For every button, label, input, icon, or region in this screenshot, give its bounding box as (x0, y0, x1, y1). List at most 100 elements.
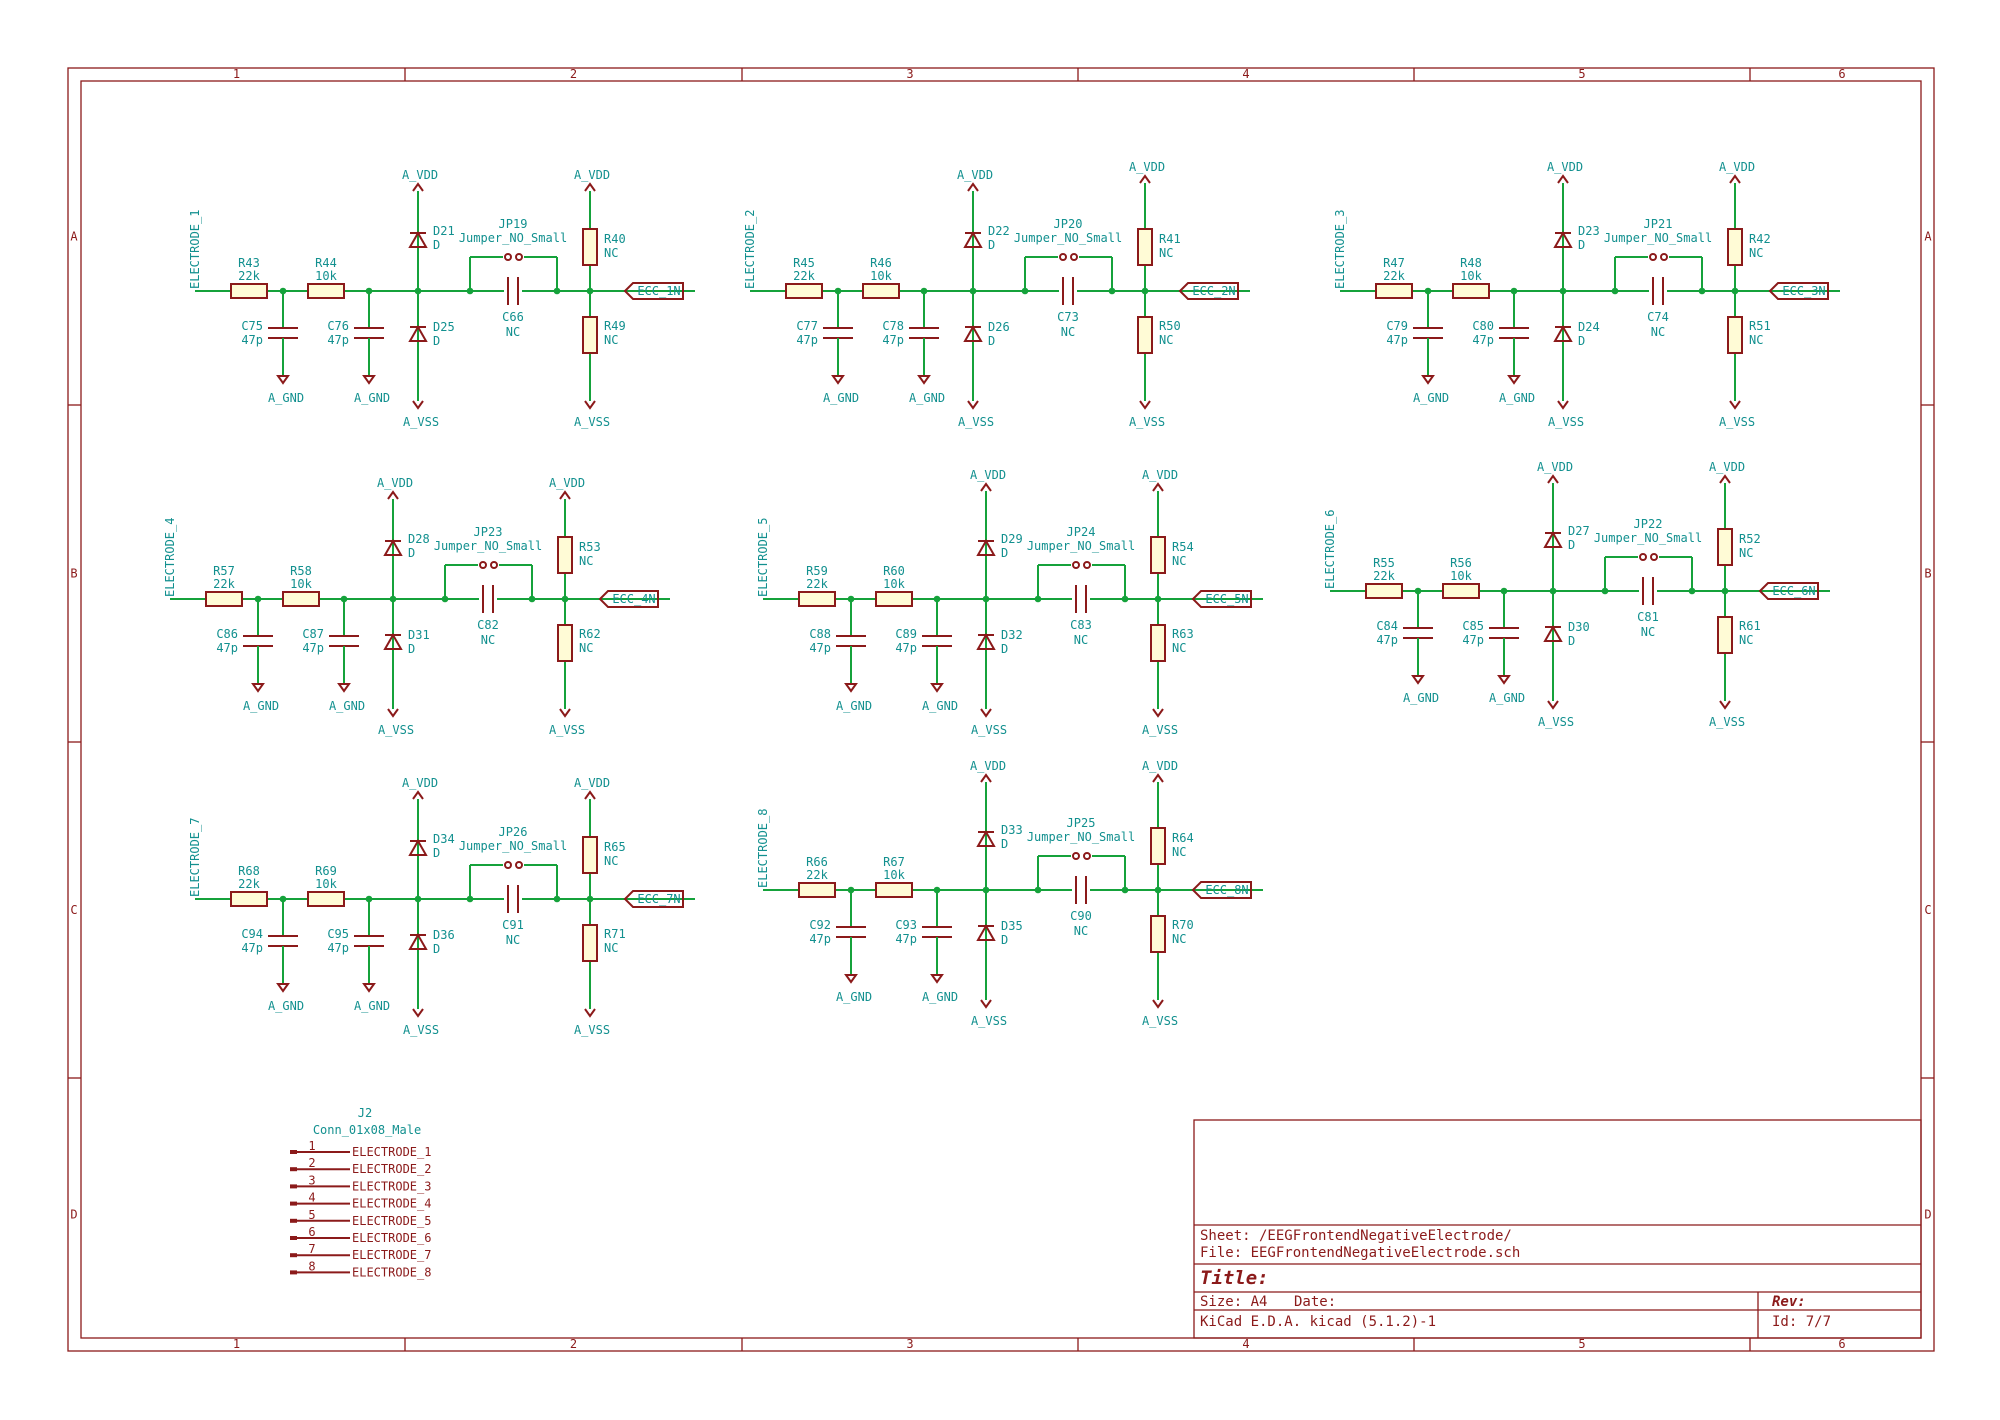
vss-label: A_VSS (1538, 715, 1574, 729)
jumper-ref: JP25 (1067, 816, 1096, 830)
connector-pin-end (290, 1218, 297, 1223)
jumper-ref: JP23 (474, 525, 503, 539)
gnd-symbol (930, 683, 944, 693)
vss-label: A_VSS (1719, 415, 1755, 429)
jumper-pad (1072, 852, 1080, 860)
resistor-bottom (582, 924, 598, 962)
resistor-bottom (557, 624, 573, 662)
diode-top-value: D (433, 238, 440, 252)
resistor-bottom-value: NC (1159, 333, 1173, 347)
vdd-label: A_VDD (574, 776, 610, 790)
r1-value: 22k (238, 269, 260, 283)
resistor-bottom-value: NC (604, 333, 618, 347)
frame-col-label-top: 6 (1838, 67, 1845, 81)
vss-label: A_VSS (1548, 415, 1584, 429)
frame-row-label-left: A (70, 230, 78, 244)
series-cap-ref: C66 (502, 310, 524, 324)
resistor-r1 (798, 591, 836, 607)
gnd-symbol (276, 983, 290, 993)
jumper-pad (490, 561, 498, 569)
resistor-bottom (1150, 624, 1166, 662)
cap1-value: 47p (1376, 633, 1398, 647)
jumper-pad (1083, 561, 1091, 569)
diode-bottom-ref: D31 (408, 628, 430, 642)
vss-arrow (1557, 400, 1569, 410)
resistor-bottom-value: NC (604, 941, 618, 955)
frame-row-label-left: C (70, 903, 77, 917)
frame-col-label-bottom: 3 (906, 1337, 913, 1351)
diode-top-ref: D23 (1578, 224, 1600, 238)
diode-top-ref: D21 (433, 224, 455, 238)
frame-col-label-top: 2 (570, 67, 577, 81)
diode-bottom-body (976, 632, 996, 650)
electrode-label: ELECTRODE_4 (163, 518, 177, 597)
diode-top-body (963, 230, 983, 248)
r2-ref: R60 (883, 564, 905, 578)
vdd-label: A_VDD (970, 759, 1006, 773)
diode-top-body (383, 538, 403, 556)
resistor-top-value: NC (579, 554, 593, 568)
jumper-ref: JP26 (499, 825, 528, 839)
connector-pin-name: ELECTRODE_1 (352, 1145, 431, 1159)
connector-pin-end (290, 1253, 297, 1258)
resistor-bottom-value: NC (579, 641, 593, 655)
diode-bottom-body (383, 632, 403, 650)
connector-pin-number: 6 (308, 1225, 315, 1239)
frame-col-label-bottom: 6 (1838, 1337, 1845, 1351)
cap2-ref: C85 (1462, 619, 1484, 633)
vdd-arrow (1729, 174, 1741, 184)
vdd-arrow (412, 790, 424, 800)
diode-bottom-value: D (1568, 634, 1575, 648)
cap2-value: 47p (895, 641, 917, 655)
r2-ref: R56 (1450, 556, 1472, 570)
vss-arrow (1547, 700, 1559, 710)
jumper-pad (1070, 253, 1078, 261)
jumper-pad (479, 561, 487, 569)
cap1-value: 47p (809, 641, 831, 655)
series-cap-ref: C74 (1647, 310, 1669, 324)
diode-bottom-ref: D36 (433, 928, 455, 942)
resistor-top-ref: R41 (1159, 232, 1181, 246)
diode-top-body (976, 829, 996, 847)
vss-label: A_VSS (1142, 1014, 1178, 1028)
jumper-value: Jumper_NO_Small (1014, 231, 1122, 245)
diode-top-ref: D29 (1001, 532, 1023, 546)
gnd-symbol (844, 683, 858, 693)
connector-pin-end (290, 1150, 297, 1154)
electrode-label: ELECTRODE_5 (756, 518, 770, 597)
cap1-value: 47p (1386, 333, 1408, 347)
diode-bottom-ref: D35 (1001, 919, 1023, 933)
r1-ref: R59 (806, 564, 828, 578)
series-cap-gap (504, 288, 522, 294)
vss-label: A_VSS (378, 723, 414, 737)
frame-col-label-bottom: 1 (233, 1337, 240, 1351)
r2-ref: R58 (290, 564, 312, 578)
diode-top-value: D (433, 846, 440, 860)
title-block-border (1193, 1119, 1922, 1339)
frame-col-label-top: 1 (233, 67, 240, 81)
vss-arrow (1152, 708, 1164, 718)
tb-file: File: EEGFrontendNegativeElectrode.sch (1200, 1245, 1520, 1261)
frame-row-label-right: D (1924, 1208, 1931, 1222)
vss-label: A_VSS (971, 723, 1007, 737)
series-cap-ref: C83 (1070, 618, 1092, 632)
resistor-bottom-ref: R71 (604, 927, 626, 941)
diode-top-value: D (988, 238, 995, 252)
resistor-bottom-ref: R63 (1172, 627, 1194, 641)
vss-arrow (387, 708, 399, 718)
series-cap-value: NC (481, 633, 495, 647)
connector-pin-end (290, 1236, 297, 1240)
series-cap-gap (1072, 887, 1090, 893)
frame-col-label-bottom: 2 (570, 1337, 577, 1351)
resistor-bottom (582, 316, 598, 354)
cap1-value: 47p (216, 641, 238, 655)
connector-pin-number: 2 (308, 1156, 315, 1170)
electrode-label: ELECTRODE_1 (188, 210, 202, 289)
cap1-ref: C88 (809, 627, 831, 641)
output-net-flag (1191, 590, 1252, 608)
vss-label: A_VSS (1129, 415, 1165, 429)
